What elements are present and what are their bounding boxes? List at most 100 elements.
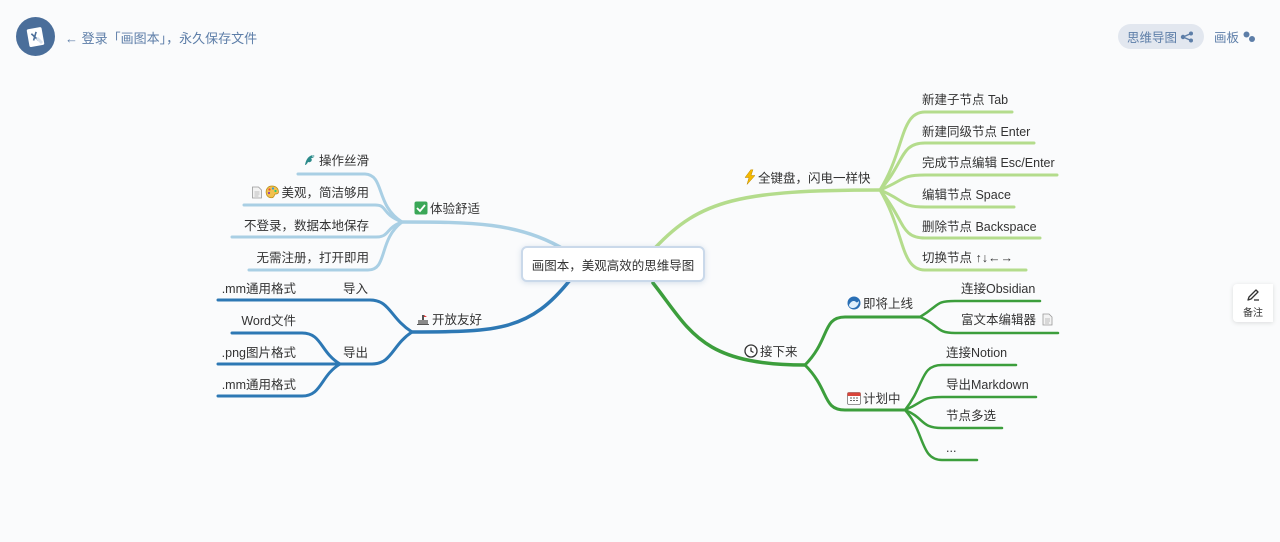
node-jianpan-3-label: 完成节点编辑 Esc/Enter bbox=[922, 156, 1055, 170]
node-tiyan-beauty[interactable]: 美观，简洁够用 bbox=[251, 185, 369, 203]
root-node[interactable]: 画图本，美观高效的思维导图 bbox=[521, 246, 705, 282]
node-jianpan-6[interactable]: 切换节点 ↑↓←→ bbox=[922, 250, 1013, 266]
lightning-icon bbox=[744, 169, 756, 189]
node-jianpan-5[interactable]: 删除节点 Backspace bbox=[922, 219, 1037, 235]
node-soon-richtext[interactable]: 富文本编辑器 bbox=[961, 312, 1055, 330]
dragon-icon bbox=[303, 153, 317, 171]
document-icon bbox=[1042, 313, 1053, 330]
mindmap-mode-label: 思维导图 bbox=[1127, 31, 1178, 45]
document-icon bbox=[251, 186, 262, 203]
palette-icon bbox=[264, 185, 279, 203]
node-jianpan-2-label: 新建同级节点 Enter bbox=[922, 125, 1031, 139]
node-soon-label: 即将上线 bbox=[863, 297, 914, 311]
node-tiyan-local[interactable]: 不登录，数据本地保存 bbox=[244, 218, 369, 234]
note-button[interactable]: 备注 bbox=[1233, 284, 1273, 322]
node-jianpan-4-label: 编辑节点 Space bbox=[922, 188, 1011, 202]
mindmap-mode-button[interactable]: 思维导图 bbox=[1118, 24, 1205, 49]
edge-root-jianpan bbox=[653, 188, 882, 250]
node-jianpan-1-label: 新建子节点 Tab bbox=[922, 93, 1009, 107]
edge-kaifang-import bbox=[338, 298, 414, 334]
port-icon bbox=[416, 313, 430, 330]
board-mode-label: 画板 bbox=[1214, 31, 1240, 45]
node-soon-obsidian[interactable]: 连接Obsidian bbox=[961, 281, 1035, 297]
node-plan-label: 计划中 bbox=[863, 392, 901, 406]
node-tiyan-label: 体验舒适 bbox=[430, 202, 481, 216]
node-plan-more-label: ... bbox=[946, 441, 957, 455]
shapes-icon bbox=[1243, 31, 1256, 42]
node-plan-more[interactable]: ... bbox=[946, 440, 956, 456]
node-kaifang-export-label: 导出 bbox=[342, 346, 368, 360]
node-jianpan-1[interactable]: 新建子节点 Tab bbox=[922, 92, 1008, 108]
node-kaifang-import[interactable]: 导入 bbox=[343, 281, 368, 297]
node-tiyan-local-label: 不登录，数据本地保存 bbox=[243, 219, 369, 233]
node-kaifang-label: 开放友好 bbox=[432, 313, 483, 327]
edge-jianpan-4 bbox=[878, 188, 1016, 209]
node-plan[interactable]: 计划中 bbox=[847, 391, 901, 409]
node-jiexialai-label: 接下来 bbox=[760, 345, 798, 359]
node-plan-markdown-label: 导出Markdown bbox=[946, 378, 1029, 392]
node-kaifang-export[interactable]: 导出 bbox=[343, 345, 368, 361]
node-plan-notion[interactable]: 连接Notion bbox=[946, 345, 1007, 361]
edge-plan-1 bbox=[903, 363, 1018, 412]
node-export-png[interactable]: .png图片格式 bbox=[222, 345, 296, 361]
notebook-icon bbox=[26, 26, 44, 47]
pen-icon bbox=[1247, 289, 1259, 301]
edge-jianpan-3 bbox=[878, 173, 1059, 192]
node-tiyan-noreg[interactable]: 无需注册，打开即用 bbox=[256, 250, 369, 266]
edge-plan-2 bbox=[903, 395, 1038, 412]
node-export-png-label: .png图片格式 bbox=[221, 346, 296, 360]
node-import-mm-label: .mm通用格式 bbox=[221, 282, 296, 296]
node-tiyan-smooth[interactable]: 操作丝滑 bbox=[303, 153, 369, 171]
edge-root-jiexialai bbox=[651, 281, 807, 367]
node-export-mm[interactable]: .mm通用格式 bbox=[222, 377, 296, 393]
edge-kaifang-export bbox=[338, 330, 414, 366]
node-kaifang[interactable]: 开放友好 bbox=[416, 312, 482, 330]
login-link[interactable]: ← 登录「画图本」，永久保存文件 bbox=[65, 31, 258, 46]
node-tiyan-beauty-label: 美观，简洁够用 bbox=[281, 186, 369, 200]
edge-tiyan-4 bbox=[247, 220, 404, 272]
node-kaifang-import-label: 导入 bbox=[342, 282, 368, 296]
edge-tiyan-1 bbox=[296, 172, 404, 224]
edge-tiyan-2 bbox=[242, 203, 404, 224]
node-soon[interactable]: 即将上线 bbox=[847, 296, 913, 314]
edge-jiexialai-plan bbox=[803, 363, 907, 412]
board-mode-button[interactable]: 画板 bbox=[1214, 24, 1256, 49]
edge-jianpan-6 bbox=[878, 188, 1028, 272]
node-export-mm-label: .mm通用格式 bbox=[221, 378, 296, 392]
node-tiyan-noreg-label: 无需注册，打开即用 bbox=[256, 251, 369, 265]
edge-root-tiyan bbox=[398, 220, 567, 252]
node-soon-richtext-label: 富文本编辑器 bbox=[961, 313, 1037, 327]
node-jianpan-label: 全键盘，闪电一样快 bbox=[758, 171, 871, 186]
edge-jianpan-2 bbox=[878, 141, 1036, 192]
node-soon-obsidian-label: 连接Obsidian bbox=[961, 282, 1036, 296]
node-tiyan[interactable]: 体验舒适 bbox=[414, 201, 480, 219]
calendar-icon bbox=[847, 391, 861, 409]
share-nodes-icon bbox=[1180, 31, 1194, 42]
node-jianpan[interactable]: 全键盘，闪电一样快 bbox=[744, 169, 871, 189]
edge-soon-1 bbox=[918, 299, 1042, 319]
edge-export-word bbox=[230, 331, 342, 366]
edge-jianpan-1 bbox=[878, 110, 1014, 192]
check-box-icon bbox=[414, 201, 428, 219]
node-plan-multiselect[interactable]: 节点多选 bbox=[946, 408, 996, 424]
node-jiexialai[interactable]: 接下来 bbox=[744, 344, 798, 362]
node-export-word-label: Word文件 bbox=[241, 314, 296, 328]
node-plan-multiselect-label: 节点多选 bbox=[946, 409, 997, 423]
edge-root-kaifang bbox=[410, 278, 572, 334]
node-export-word[interactable]: Word文件 bbox=[241, 313, 296, 329]
clock-icon bbox=[744, 344, 758, 362]
node-jianpan-3[interactable]: 完成节点编辑 Esc/Enter bbox=[922, 155, 1055, 171]
edge-jiexialai-soon bbox=[803, 315, 922, 367]
node-jianpan-5-label: 删除节点 Backspace bbox=[922, 220, 1037, 234]
edge-jianpan-5 bbox=[878, 188, 1042, 240]
node-import-mm[interactable]: .mm通用格式 bbox=[222, 281, 296, 297]
node-plan-markdown[interactable]: 导出Markdown bbox=[946, 377, 1029, 393]
node-tiyan-smooth-label: 操作丝滑 bbox=[318, 154, 369, 168]
app-logo[interactable] bbox=[16, 17, 55, 56]
edge-plan-3 bbox=[903, 408, 1004, 430]
edge-export-mm bbox=[216, 362, 342, 398]
edge-plan-4 bbox=[903, 408, 979, 462]
node-jianpan-2[interactable]: 新建同级节点 Enter bbox=[922, 124, 1030, 140]
node-jianpan-4[interactable]: 编辑节点 Space bbox=[922, 187, 1011, 203]
